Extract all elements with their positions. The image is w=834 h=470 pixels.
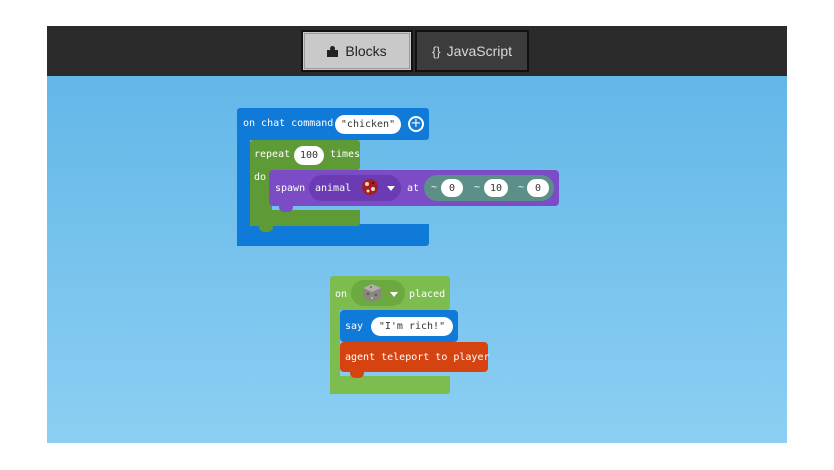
tilde-x: ~ [431, 182, 438, 193]
command-input[interactable]: "chicken" [335, 115, 401, 134]
chevron-down-icon[interactable] [390, 292, 398, 297]
placed-label: placed [409, 289, 446, 300]
plus-circle-icon[interactable]: + [408, 116, 424, 132]
chicken-egg-icon [362, 179, 378, 195]
repeat-label: repeat [254, 149, 291, 160]
z-coordinate-input[interactable]: 0 [527, 179, 549, 197]
tab-blocks[interactable]: Blocks [301, 30, 413, 72]
tilde-y: ~ [474, 182, 481, 193]
gravel-block-icon [363, 284, 381, 302]
puzzle-icon [327, 45, 339, 57]
spawn-notch [279, 206, 293, 212]
say-text-input[interactable]: "I'm rich!" [371, 317, 453, 336]
agent-label: agent teleport to player [345, 352, 490, 363]
repeat-footer [250, 210, 360, 226]
animal-dropdown[interactable] [309, 175, 401, 201]
chat-command-body-spine [237, 136, 250, 246]
at-label: at [407, 183, 420, 194]
chat-command-footer [237, 224, 429, 246]
repeat-notch [259, 226, 273, 232]
placed-spine [330, 306, 340, 394]
times-label: times [330, 149, 361, 160]
tab-blocks-label: Blocks [345, 43, 387, 59]
spawn-label: spawn [275, 183, 306, 194]
placed-footer [330, 376, 450, 394]
braces-icon: {} [431, 43, 441, 59]
tilde-z: ~ [518, 182, 525, 193]
chevron-down-icon[interactable] [387, 186, 395, 191]
y-coordinate-input[interactable]: 10 [484, 179, 508, 197]
editor-frame: Blocks {} JavaScript on chat command "ch… [47, 26, 787, 443]
repeat-count-input[interactable]: 100 [294, 146, 324, 165]
agent-body[interactable] [340, 342, 488, 372]
tab-javascript-label: JavaScript [446, 43, 513, 59]
chat-command-label: on chat command [243, 118, 334, 129]
say-label: say [345, 321, 364, 332]
do-label: do [254, 172, 267, 183]
editor-toolbar: Blocks {} JavaScript [47, 26, 787, 76]
tab-javascript[interactable]: {} JavaScript [415, 30, 529, 72]
x-coordinate-input[interactable]: 0 [441, 179, 463, 197]
on-label: on [335, 289, 348, 300]
blocks-workspace[interactable]: on chat command "chicken" + repeat 100 t… [47, 76, 787, 443]
agent-notch [350, 372, 364, 378]
animal-label: animal [315, 183, 352, 194]
